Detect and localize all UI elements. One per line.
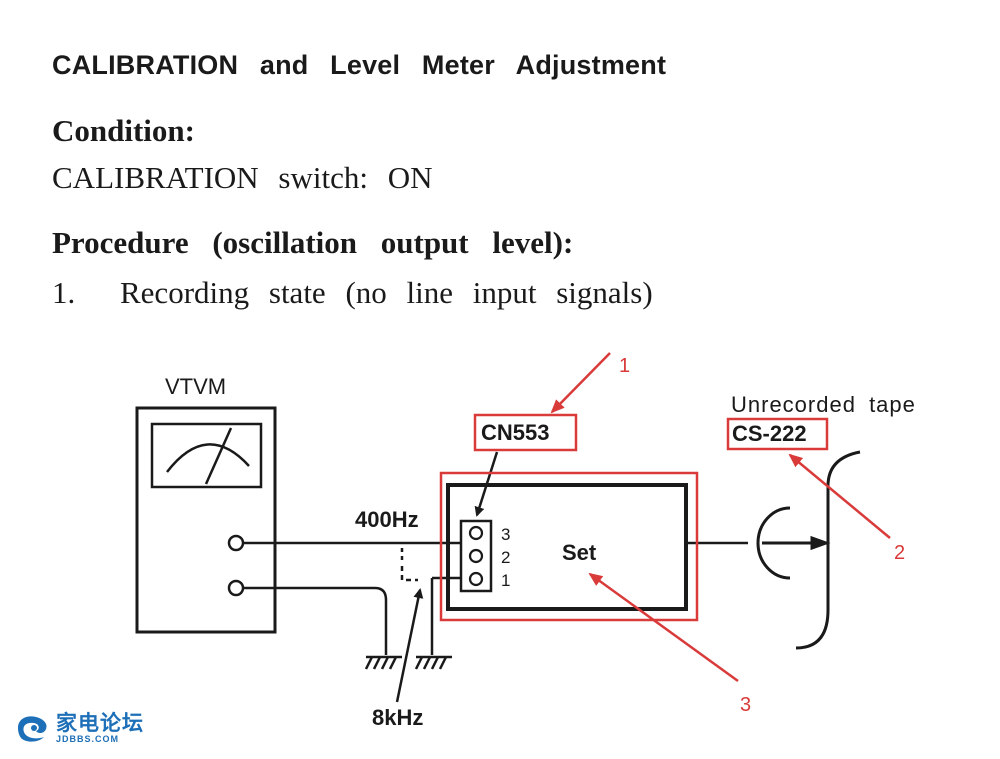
annotation-box-cn553 <box>473 413 578 452</box>
vtvm-label: VTVM <box>165 374 226 399</box>
ground-symbol-left <box>364 655 402 670</box>
pin-1-circle <box>468 571 484 587</box>
tape-model-label: CS-222 <box>732 421 807 446</box>
logo-text-en: JDBBS.COM <box>56 734 120 744</box>
wiring <box>243 541 748 655</box>
condition-text: CALIBRATION switch: ON <box>52 160 433 195</box>
pin-label-2: 2 <box>501 548 510 567</box>
8khz-label: 8kHz <box>372 705 423 730</box>
jdbbs-logo-icon <box>18 716 47 742</box>
watermark-logo: 家电论坛 JDBBS.COM <box>12 712 144 744</box>
callout-arrow-1 <box>550 352 611 414</box>
meter-needle <box>204 427 233 485</box>
pin-label-3: 3 <box>501 525 510 544</box>
ground-symbol-right <box>414 655 452 670</box>
pin-label-1: 1 <box>501 571 510 590</box>
logo-text-cn: 家电论坛 <box>56 711 144 735</box>
meter-terminal-bottom <box>227 579 245 597</box>
callout-number-1: 1 <box>619 355 630 377</box>
step-number: 1. <box>52 275 76 310</box>
meter-terminal-top <box>227 534 245 552</box>
pin-2-circle <box>468 548 484 564</box>
callout-arrow-2 <box>788 453 891 539</box>
set-device-box <box>446 483 688 611</box>
tape-label: Unrecorded tape <box>731 392 916 417</box>
condition-heading: Condition: <box>52 113 195 148</box>
tape-head <box>756 506 831 580</box>
tape-path <box>795 450 861 650</box>
callout-arrow-3 <box>588 572 739 683</box>
procedure-heading: Procedure (oscillation output level): <box>52 225 574 260</box>
400hz-label: 400Hz <box>355 507 419 532</box>
pin-3-circle <box>468 525 484 541</box>
callout-number-3: 3 <box>740 694 751 716</box>
vtvm-meter <box>135 406 277 634</box>
annotation-box-cs222 <box>726 417 829 451</box>
annotation-box-set <box>439 471 699 622</box>
set-label: Set <box>562 540 597 565</box>
meter-scale-arc <box>166 443 250 473</box>
cn553-label: CN553 <box>481 420 549 445</box>
cn553-pointer-arrow <box>474 451 499 517</box>
page-title: CALIBRATION and Level Meter Adjustment <box>52 50 667 80</box>
connector-cn553 <box>459 519 493 593</box>
step-text: Recording state (no line input signals) <box>120 275 653 310</box>
8khz-arrow <box>395 588 424 703</box>
callout-number-2: 2 <box>894 542 905 564</box>
